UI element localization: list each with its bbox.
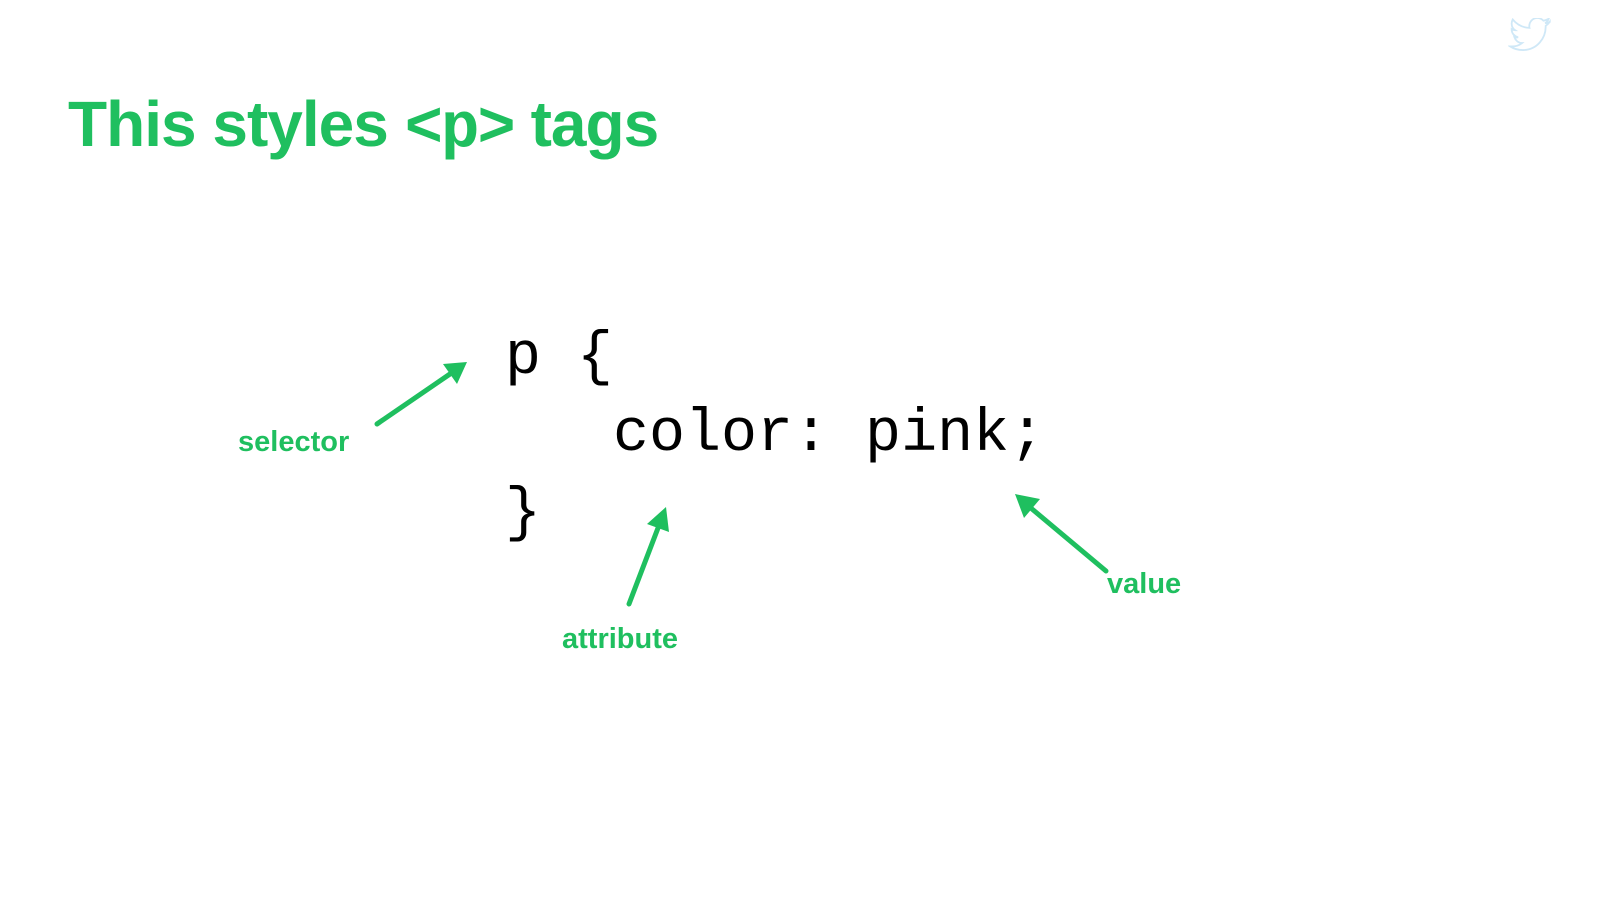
attribute-arrow xyxy=(626,507,669,607)
code-line-closing-brace: } xyxy=(505,480,542,548)
title-text-after: tags xyxy=(513,88,660,160)
title-code-tag: <p> xyxy=(404,94,516,166)
code-line-selector: p { xyxy=(505,324,614,392)
selector-label: selector xyxy=(238,426,350,458)
slide-title: This styles <p> tags xyxy=(68,92,659,162)
title-text-before: This styles xyxy=(68,88,405,160)
attribute-label: attribute xyxy=(562,623,678,655)
value-arrow xyxy=(1015,494,1109,574)
value-label: value xyxy=(1107,568,1182,600)
selector-arrow xyxy=(374,362,467,427)
code-line-declaration: color: pink; xyxy=(505,401,1046,469)
twitter-bird-icon xyxy=(1508,18,1551,51)
